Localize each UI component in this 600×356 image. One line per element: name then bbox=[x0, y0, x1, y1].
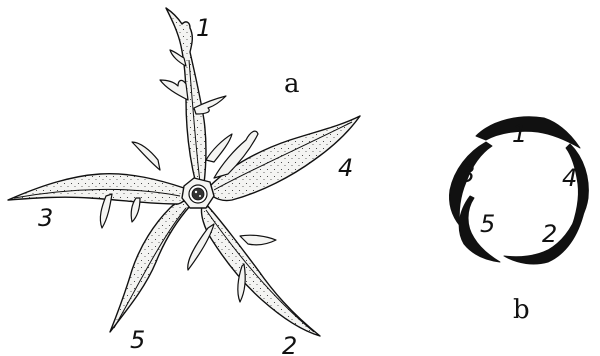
a-label-5: 5 bbox=[130, 326, 145, 354]
receptacle bbox=[182, 178, 214, 208]
a-label-2: 2 bbox=[282, 332, 297, 356]
b-label-3: 3 bbox=[460, 160, 475, 188]
sepal-4 bbox=[206, 116, 360, 201]
sepal-5 bbox=[110, 201, 190, 332]
b-sepal-1 bbox=[476, 117, 580, 148]
a-label-1: 1 bbox=[196, 14, 211, 42]
sepal-3 bbox=[8, 142, 186, 228]
b-label-4: 4 bbox=[562, 164, 577, 192]
panel-a-drawing: 1 2 3 4 5 a bbox=[8, 8, 360, 356]
b-label-1: 1 bbox=[512, 120, 527, 148]
panel-b-label: b bbox=[513, 295, 530, 325]
b-label-2: 2 bbox=[542, 220, 557, 248]
panel-a-label: a bbox=[284, 69, 300, 99]
a-label-4: 4 bbox=[338, 154, 353, 182]
b-label-5: 5 bbox=[480, 210, 495, 238]
sepal-2 bbox=[188, 204, 320, 336]
a-label-3: 3 bbox=[38, 204, 53, 232]
panel-b-diagram: 1 2 3 4 5 b bbox=[449, 117, 588, 325]
